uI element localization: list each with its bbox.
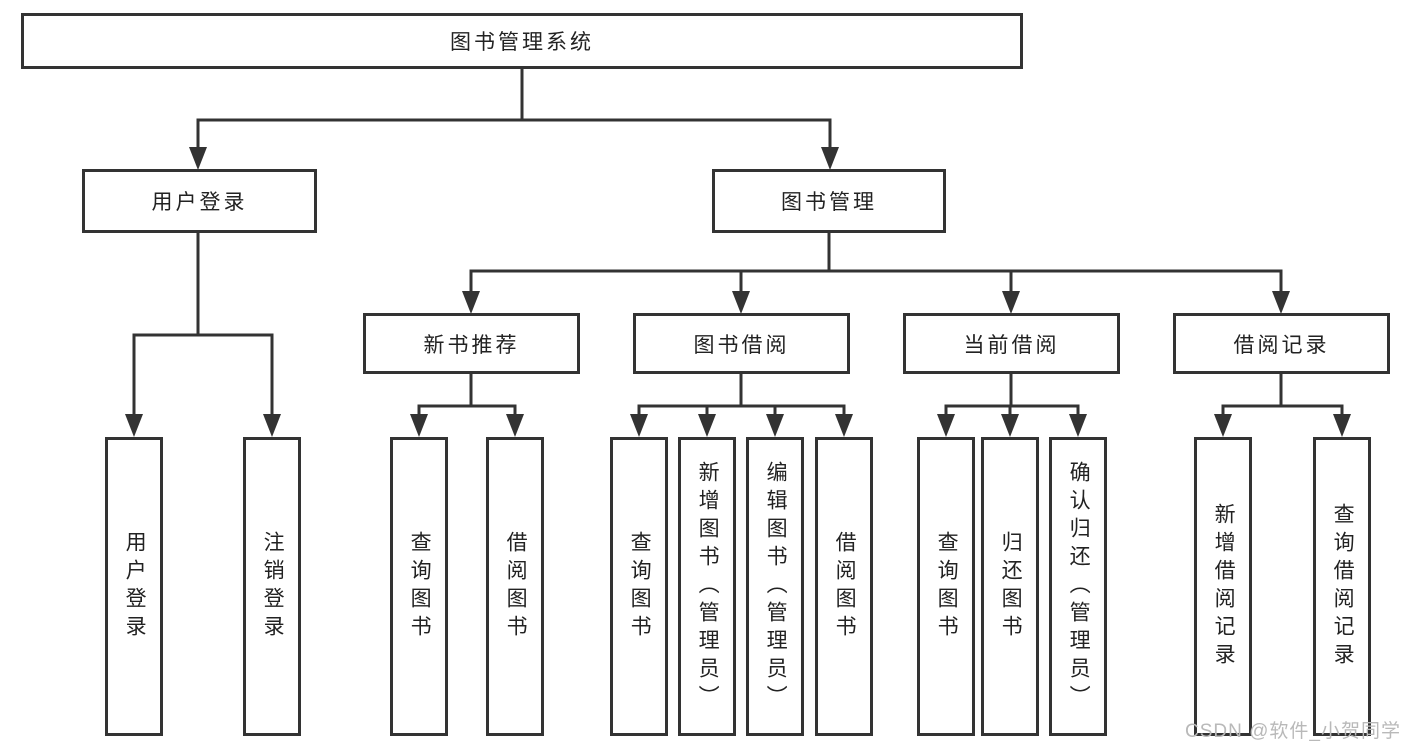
leaf-confirm-return-admin: 确认归还（管理员） (1049, 437, 1107, 736)
leaf-query-books-recommend: 查询图书 (390, 437, 448, 736)
leaf-add-borrow-record: 新增借阅记录 (1194, 437, 1252, 736)
node-book-borrowing-label: 图书借阅 (693, 333, 790, 357)
node-user-login: 用户登录 (82, 169, 317, 233)
leaf-confirm-return-admin-label: 确认归还（管理员） (1067, 460, 1091, 713)
node-borrowing-records-label: 借阅记录 (1233, 333, 1330, 357)
leaf-query-borrow-record-label: 查询借阅记录 (1331, 502, 1355, 671)
node-root-label: 图书管理系统 (450, 31, 594, 54)
node-current-borrowing: 当前借阅 (903, 313, 1120, 374)
leaf-user-login-label: 用户登录 (123, 530, 147, 643)
node-new-book-recommend-label: 新书推荐 (423, 333, 520, 357)
leaf-user-login: 用户登录 (105, 437, 163, 736)
node-new-book-recommend: 新书推荐 (363, 313, 580, 374)
leaf-query-books-current-label: 查询图书 (935, 530, 959, 643)
node-book-management-label: 图书管理 (781, 191, 877, 214)
leaf-query-books-borrowing: 查询图书 (610, 437, 668, 736)
leaf-borrow-books-label: 借阅图书 (833, 530, 857, 643)
node-current-borrowing-label: 当前借阅 (963, 333, 1060, 357)
leaf-add-books-admin: 新增图书（管理员） (678, 437, 736, 736)
node-borrowing-records: 借阅记录 (1173, 313, 1390, 374)
node-book-borrowing: 图书借阅 (633, 313, 850, 374)
node-root: 图书管理系统 (21, 13, 1023, 69)
node-book-management: 图书管理 (712, 169, 946, 233)
leaf-add-borrow-record-label: 新增借阅记录 (1212, 502, 1236, 671)
watermark: CSDN @软件_小贺同学 (1185, 721, 1401, 742)
leaf-return-books-label: 归还图书 (999, 530, 1023, 643)
leaf-logout-label: 注销登录 (261, 530, 285, 643)
leaf-borrow-books-recommend-label: 借阅图书 (504, 530, 528, 643)
leaf-add-books-admin-label: 新增图书（管理员） (696, 460, 720, 713)
leaf-query-books-borrowing-label: 查询图书 (628, 530, 652, 643)
leaf-edit-books-admin: 编辑图书（管理员） (746, 437, 804, 736)
leaf-edit-books-admin-label: 编辑图书（管理员） (764, 460, 788, 713)
leaf-borrow-books: 借阅图书 (815, 437, 873, 736)
leaf-borrow-books-recommend: 借阅图书 (486, 437, 544, 736)
leaf-return-books: 归还图书 (981, 437, 1039, 736)
leaf-query-books-current: 查询图书 (917, 437, 975, 736)
leaf-logout: 注销登录 (243, 437, 301, 736)
leaf-query-borrow-record: 查询借阅记录 (1313, 437, 1371, 736)
node-user-login-label: 用户登录 (151, 191, 248, 214)
leaf-query-books-recommend-label: 查询图书 (408, 530, 432, 643)
